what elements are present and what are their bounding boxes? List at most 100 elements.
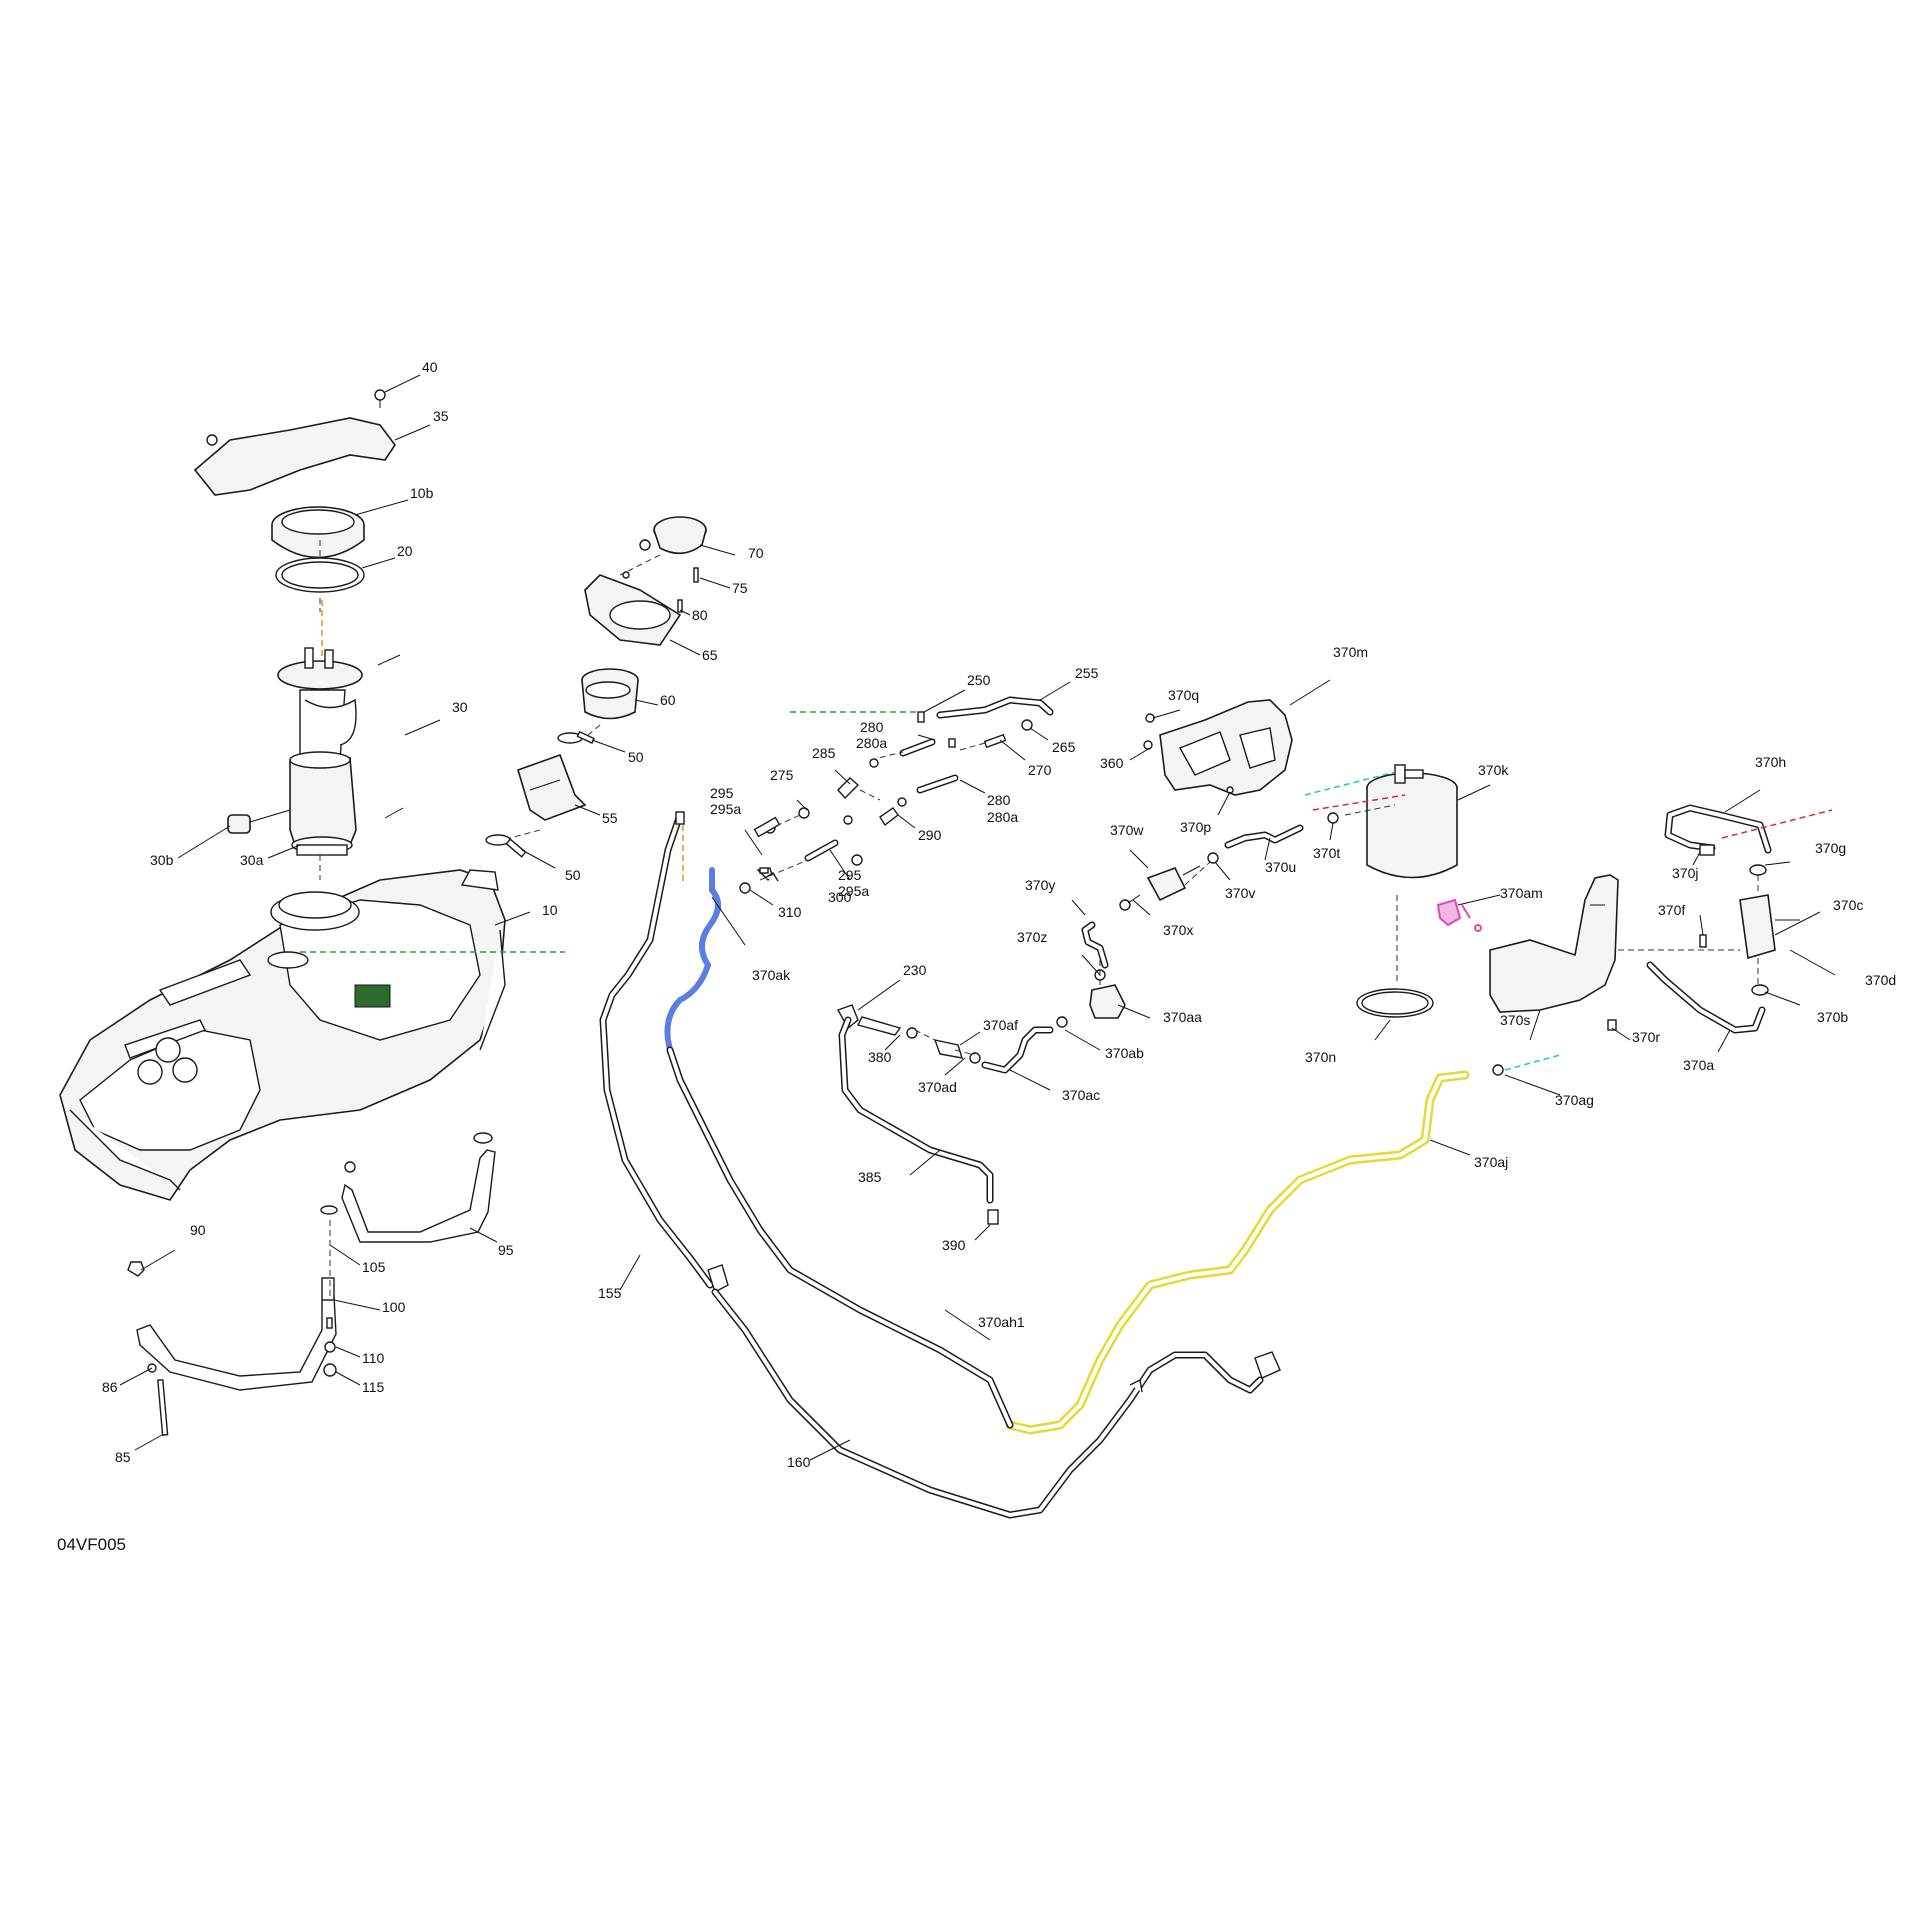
filter-hose-part-55 [517, 753, 587, 821]
callout-370aj: 370aj [1474, 1154, 1508, 1170]
callout-295a-a: 295a [710, 801, 741, 817]
callout-370w: 370w [1110, 822, 1144, 838]
callout-370m: 370m [1333, 644, 1368, 660]
callout-370t: 370t [1313, 845, 1340, 861]
callout-370r: 370r [1632, 1029, 1660, 1045]
callout-160: 160 [787, 1454, 811, 1470]
callout-20: 20 [397, 543, 413, 559]
callout-370a: 370a [1683, 1057, 1714, 1073]
callout-50-upper: 50 [628, 749, 644, 765]
callout-370ac: 370ac [1062, 1087, 1100, 1103]
callout-370p: 370p [1180, 819, 1211, 835]
callout-295-a: 295 [710, 785, 734, 801]
callout-50-lower: 50 [565, 867, 581, 883]
tank-strap-part-95 [341, 1132, 496, 1243]
callout-35: 35 [433, 408, 449, 424]
strap-part-370n [1356, 988, 1434, 1018]
callout-65: 65 [702, 647, 718, 663]
hose-part-250-255 [917, 696, 1054, 731]
callout-30: 30 [452, 699, 468, 715]
bracket-part-370m [1143, 699, 1293, 796]
callout-370ah1: 370ah1 [978, 1314, 1025, 1330]
hose-part-280-270 [869, 733, 1007, 794]
callout-370x: 370x [1163, 922, 1193, 938]
callout-95: 95 [498, 1242, 514, 1258]
canister-part-370c [1739, 894, 1800, 960]
callout-370y: 370y [1025, 877, 1055, 893]
callout-30a: 30a [240, 852, 264, 868]
clamp-part-50-upper [557, 730, 596, 745]
bolt-part-40 [374, 389, 386, 408]
cover-part-35 [193, 417, 396, 496]
callout-280-b: 280 [987, 792, 1011, 808]
callout-370k: 370k [1478, 762, 1509, 778]
callout-105: 105 [362, 1259, 386, 1275]
filler-housing-part-65 [584, 539, 682, 646]
clip-part-370am [1436, 898, 1482, 932]
bolt-part-80 [677, 599, 683, 613]
callout-90: 90 [190, 1222, 206, 1238]
callout-370b: 370b [1817, 1009, 1848, 1025]
callout-370ak: 370ak [752, 967, 791, 983]
callout-labels: 40 35 10b 20 30 30b 30a 10 70 75 80 65 6… [57, 359, 1896, 1554]
hose-part-370ah1 [666, 1046, 1014, 1429]
fitting-part-370g [1749, 864, 1767, 876]
callout-86: 86 [102, 1379, 118, 1395]
callout-10: 10 [542, 902, 558, 918]
hose-part-370ak [664, 867, 721, 1053]
callout-295-b: 295 [838, 867, 862, 883]
callout-10b: 10b [410, 485, 434, 501]
callout-280-a: 280 [860, 719, 884, 735]
callout-370ab: 370ab [1105, 1045, 1144, 1061]
red-guide-370h [1721, 809, 1833, 839]
fuel-line-part-155 [599, 811, 729, 1294]
callout-370z: 370z [1017, 929, 1047, 945]
callout-280a-a: 280a [856, 735, 887, 751]
seal-part-20 [275, 557, 365, 593]
callout-230: 230 [903, 962, 927, 978]
hose-part-230-385 [836, 1004, 999, 1225]
lock-ring-part-10b [271, 506, 365, 559]
canister-part-370k [1366, 764, 1458, 879]
callout-265: 265 [1052, 739, 1076, 755]
leader-lines [119, 374, 1836, 1461]
callout-55: 55 [602, 810, 618, 826]
valve-part-370w-370x [1127, 865, 1201, 904]
fittings-part-370af-370ad-370ac-370ab [933, 1016, 1068, 1074]
hose-part-295-300-310 [739, 839, 863, 894]
fuel-tank-part-10 [59, 869, 506, 1201]
hose-part-370u-370v-370t [1207, 812, 1339, 864]
callout-285: 285 [812, 745, 836, 761]
callout-290: 290 [918, 827, 942, 843]
cyan-guide-370ag [1504, 1054, 1561, 1071]
callout-370f: 370f [1658, 902, 1685, 918]
callout-70: 70 [748, 545, 764, 561]
red-guide-370k [1312, 794, 1406, 811]
callout-370am: 370am [1500, 885, 1543, 901]
callout-60: 60 [660, 692, 676, 708]
clip-part-370r [1607, 1019, 1617, 1031]
assembly-axes [319, 540, 1759, 1300]
callout-155: 155 [598, 1285, 622, 1301]
strap-hardware [127, 1205, 338, 1436]
callout-370af: 370af [983, 1017, 1018, 1033]
clamp-part-50-lower [485, 834, 527, 858]
fuel-line-part-160 [711, 1288, 1281, 1519]
cyan-guide-370k [1304, 771, 1396, 796]
fuel-pump-part-30 [277, 647, 363, 856]
callout-385: 385 [858, 1169, 882, 1185]
callout-270: 270 [1028, 762, 1052, 778]
callout-380: 380 [868, 1049, 892, 1065]
screw-part-75 [693, 567, 699, 583]
callout-370v: 370v [1225, 885, 1255, 901]
callout-370n: 370n [1305, 1049, 1336, 1065]
callout-300: 300 [828, 889, 852, 905]
callout-370j: 370j [1672, 865, 1698, 881]
callout-390: 390 [942, 1237, 966, 1253]
callout-85: 85 [115, 1449, 131, 1465]
callout-370u: 370u [1265, 859, 1296, 875]
callout-370s: 370s [1500, 1012, 1530, 1028]
callout-100: 100 [382, 1299, 406, 1315]
callout-310: 310 [778, 904, 802, 920]
